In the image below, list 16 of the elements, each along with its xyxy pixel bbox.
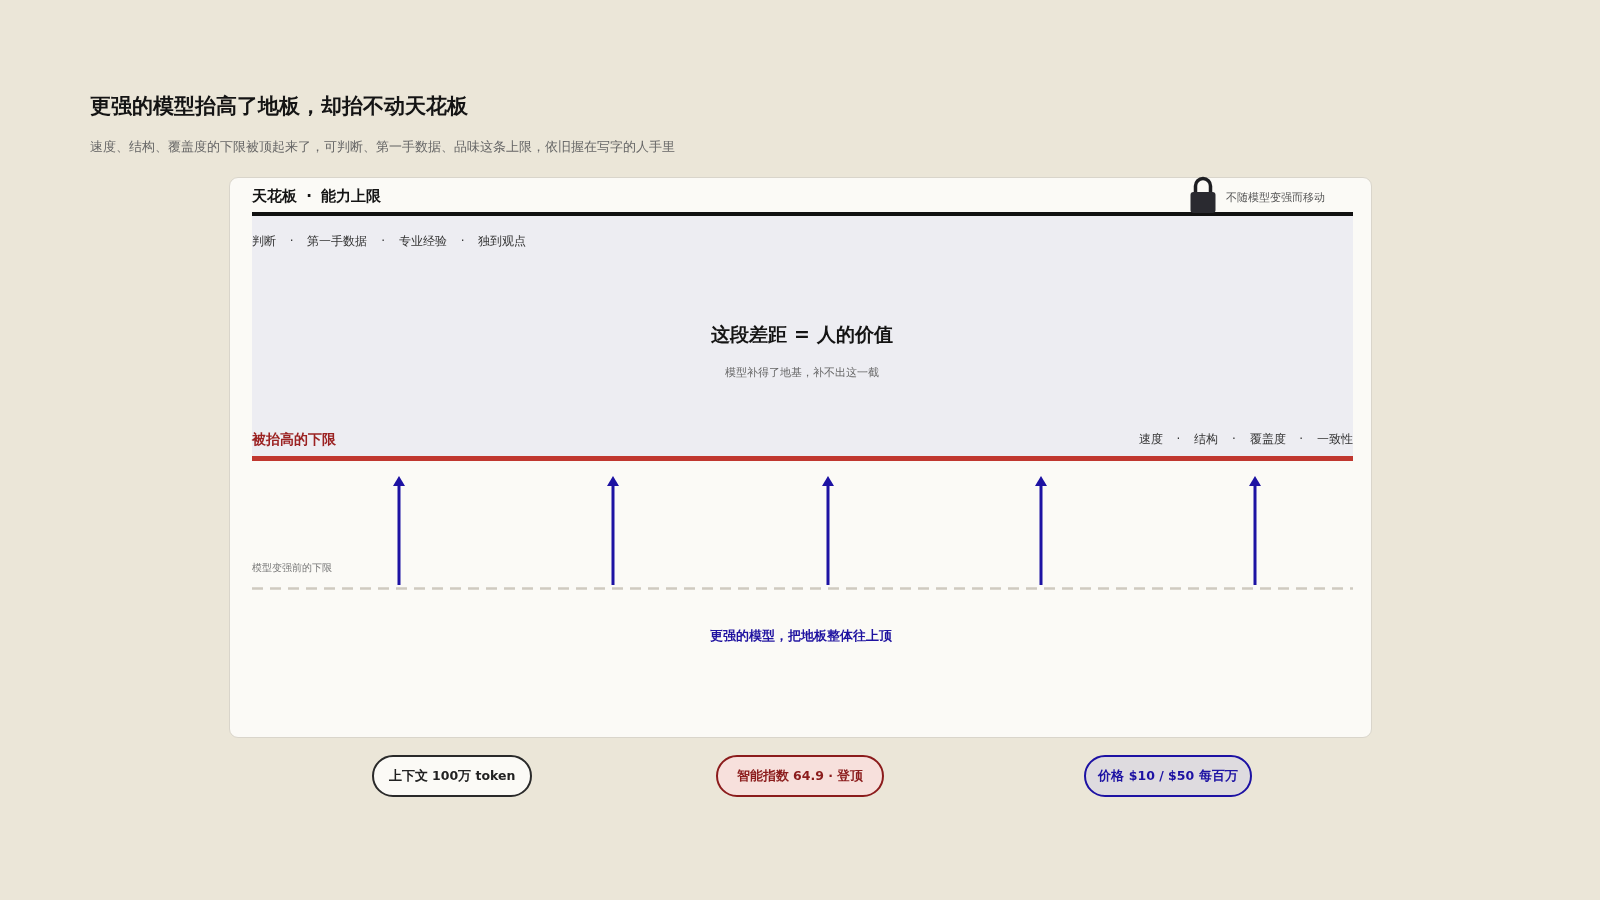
diagram-title: 更强的模型抬高了地板，却抬不动天花板	[90, 93, 468, 120]
floor-skill-list: 速度 · 结构 · 覆盖度 · 一致性	[1138, 431, 1353, 447]
subtitle: 速度、结构、覆盖度的下限被顶起来了，可判断、第一手数据、品味这条上限，依旧握在写字的人手里	[90, 138, 675, 155]
ceiling-heading: 天花板 · 能力上限	[252, 186, 382, 207]
gap-subtext: 模型补得了地基，补不出这一截	[725, 365, 879, 380]
note-text: 不随模型变强而移动	[1226, 190, 1325, 205]
skill-list: 判断 · 第一手数据 · 专业经验 · 独到观点	[252, 233, 527, 249]
gap-band	[252, 216, 1353, 456]
floor-label: 被抬高的下限	[252, 430, 336, 449]
metric-pill: 价格 $10 / $50 每百万	[1084, 755, 1252, 797]
metric-pill: 智能指数 64.9 · 登顶	[716, 755, 884, 797]
metric-pill: 上下文 100万 token	[372, 755, 532, 797]
baseline-label: 模型变强前的下限	[252, 561, 332, 575]
caption-text: 更强的模型，把地板整体往上顶	[710, 627, 892, 645]
gap-heading: 这段差距 = 人的价值	[711, 322, 893, 347]
capability-panel	[229, 177, 1372, 738]
